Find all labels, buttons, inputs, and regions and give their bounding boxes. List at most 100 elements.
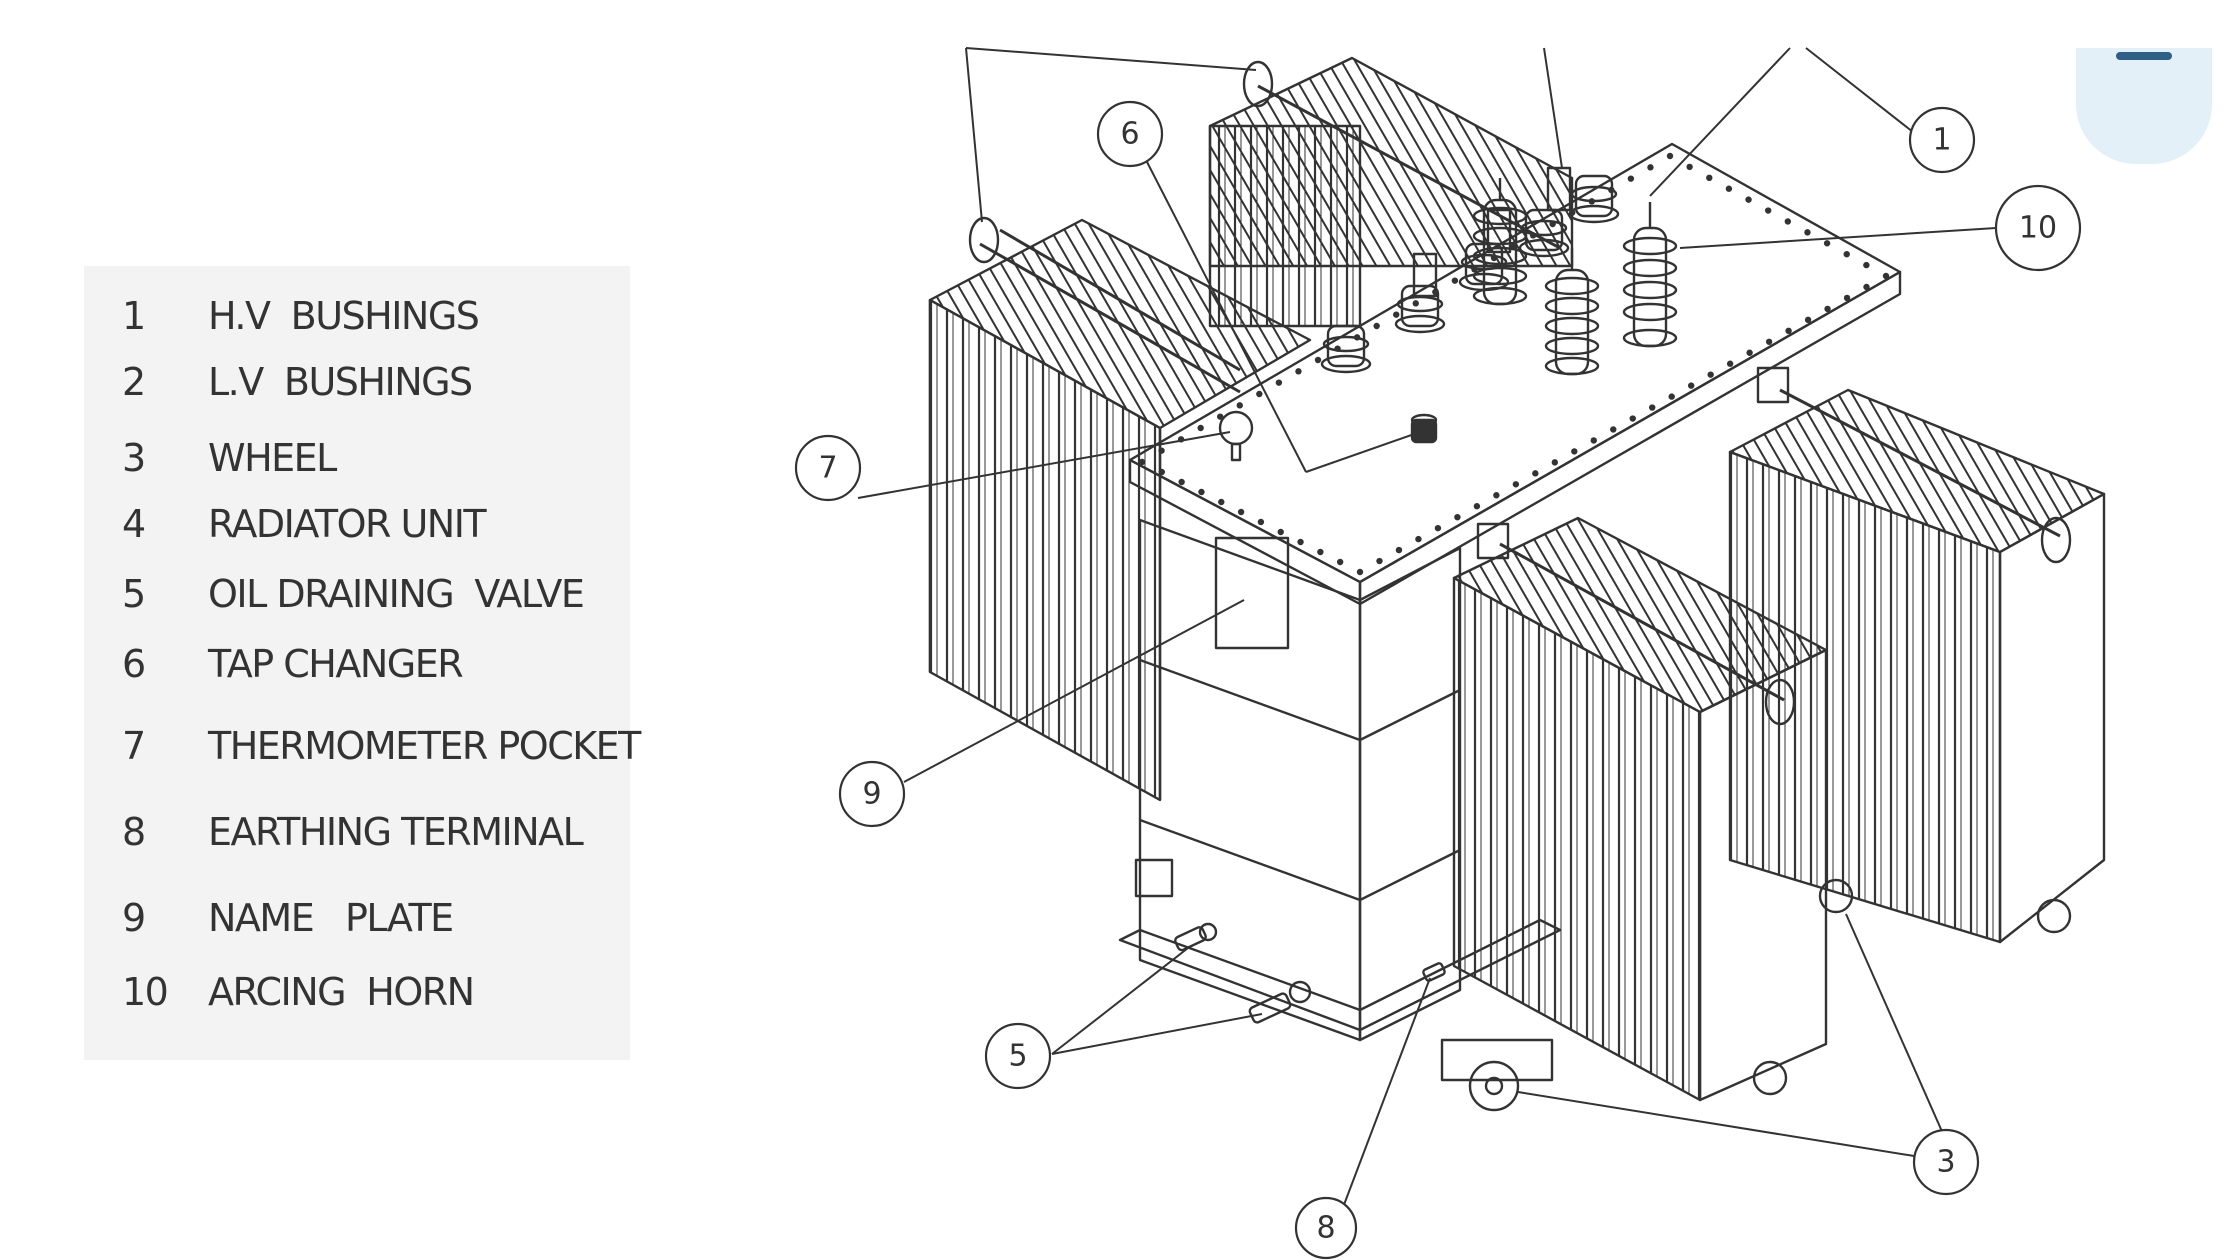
cover-bolt: [1336, 558, 1344, 566]
corner-widget[interactable]: [2076, 48, 2212, 164]
legend-item: 4 RADIATOR UNIT: [84, 502, 630, 562]
cover-bolt: [1726, 360, 1734, 367]
radiator-unit: [1208, 56, 1574, 328]
name-plate: [1214, 536, 1290, 650]
legend-item: 6 TAP CHANGER: [84, 642, 630, 702]
cover-bolt: [1532, 470, 1539, 477]
legend-label: OIL DRAINING VALVE: [208, 572, 585, 616]
cover-bolt: [1551, 459, 1559, 466]
legend-panel: 1 H.V BUSHINGS 2 L.V BUSHINGS 3 WHEEL 4 …: [84, 266, 641, 1060]
cover-bolt: [1785, 327, 1792, 335]
cover-bolt: [1256, 390, 1263, 398]
cover-bolt: [1395, 546, 1403, 554]
cover-bolt: [1295, 368, 1302, 375]
legend-number: 7: [122, 724, 146, 768]
legend-label: TAP CHANGER: [208, 642, 464, 686]
earthing-terminal: [1422, 962, 1446, 982]
legend-number: 5: [122, 572, 146, 616]
cover-bolt: [1647, 164, 1654, 171]
cover-bolt: [1314, 356, 1322, 364]
cover-bolt: [1237, 508, 1245, 516]
cover-bolt: [1373, 322, 1380, 330]
lv-bushings: [1320, 166, 1620, 374]
legend-label: RADIATOR UNIT: [208, 502, 487, 546]
cover-bolt: [1590, 437, 1597, 444]
cover-bolt: [1764, 207, 1772, 214]
legend-label: EARTHING TERMINAL: [208, 810, 584, 854]
legend-item: 1 H.V BUSHINGS: [84, 294, 630, 354]
cover-bolt: [1707, 371, 1714, 378]
legend-label: ARCING HORN: [208, 970, 475, 1014]
cover-bolt: [1686, 163, 1693, 171]
wheel-bracket: [1440, 1038, 1554, 1082]
cover-bolt: [1236, 402, 1243, 409]
cover-bolt: [1197, 424, 1204, 432]
callout-label: 7: [818, 451, 837, 486]
legend-label: WHEEL: [208, 436, 337, 480]
wheel: [1468, 1060, 1520, 1112]
cover-bolt: [1317, 548, 1324, 556]
callout-5: 5: [984, 1022, 1052, 1090]
callout-label: 8: [1316, 1211, 1335, 1246]
cover-bolt: [1666, 152, 1674, 160]
cover-bolt: [1512, 481, 1520, 488]
cover-bolt: [1765, 338, 1773, 345]
cover-bolt: [1275, 379, 1283, 386]
cover-bolts: [1138, 152, 1890, 576]
cover-bolt: [1668, 393, 1675, 400]
legend-item: 5 OIL DRAINING VALVE: [84, 572, 630, 632]
legend-item: 7 THERMOMETER POCKET: [84, 724, 641, 784]
transformer-body: [857, 47, 2106, 1211]
cover-bolt: [1745, 196, 1752, 203]
cover-bolt: [1882, 272, 1890, 280]
legend-number: 4: [122, 502, 146, 546]
callout-9: 9: [838, 760, 906, 828]
callout-1: 1: [1908, 106, 1976, 174]
cover-bolt: [1687, 382, 1695, 389]
cover-bolt: [1843, 294, 1851, 302]
cover-bolt: [1376, 557, 1383, 565]
cover-bolt: [1627, 175, 1635, 182]
legend-item: 2 L.V BUSHINGS: [84, 360, 630, 420]
callout-10: 10: [1994, 184, 2082, 272]
legend-item: 9 NAME PLATE: [84, 896, 630, 956]
cover-bolt: [1863, 261, 1870, 269]
legend-label: NAME PLATE: [208, 896, 454, 940]
cover-bolt: [1746, 349, 1753, 356]
cover-bolt: [1571, 448, 1578, 455]
cover-bolt: [1725, 185, 1733, 192]
hv-bushings: [1472, 178, 1678, 376]
oil-draining-valves: [1174, 922, 1312, 1024]
legend-label: THERMOMETER POCKET: [208, 724, 641, 768]
cover-bolt: [1493, 492, 1500, 499]
radiator-unit: [1440, 516, 1828, 1112]
cover-bolt: [1158, 447, 1165, 454]
cover-bolt: [1706, 174, 1713, 182]
leader-lines: [857, 47, 1997, 1211]
callout-label: 10: [2019, 211, 2057, 246]
cover-bolt: [1412, 300, 1419, 307]
callouts: 1 10 6 7 9 5 8: [794, 100, 2082, 1260]
cover-bolt: [1629, 415, 1636, 422]
cover-bolt: [1198, 488, 1205, 496]
legend-item: 3 WHEEL: [84, 436, 630, 496]
callout-label: 1: [1932, 123, 1951, 158]
thermometer-pocket: [1218, 410, 1254, 462]
legend-number: 2: [122, 360, 146, 404]
cover-bolt: [1434, 524, 1442, 532]
callout-label: 6: [1120, 117, 1139, 152]
minimize-icon[interactable]: [2116, 52, 2172, 60]
cover-bolt: [1356, 568, 1364, 576]
callout-label: 3: [1936, 1145, 1955, 1180]
cover-bolt: [1823, 240, 1831, 247]
cover-bolt: [1218, 498, 1225, 506]
tap-changer: [1410, 413, 1438, 444]
callout-label: 9: [862, 777, 881, 812]
legend-item: 8 EARTHING TERMINAL: [84, 810, 630, 870]
cover-bolt: [1610, 426, 1617, 433]
cover-bolt: [1178, 478, 1185, 486]
cover-bolt: [1843, 250, 1850, 258]
cover-bolt: [1454, 513, 1461, 521]
callout-3: 3: [1912, 1128, 1980, 1196]
